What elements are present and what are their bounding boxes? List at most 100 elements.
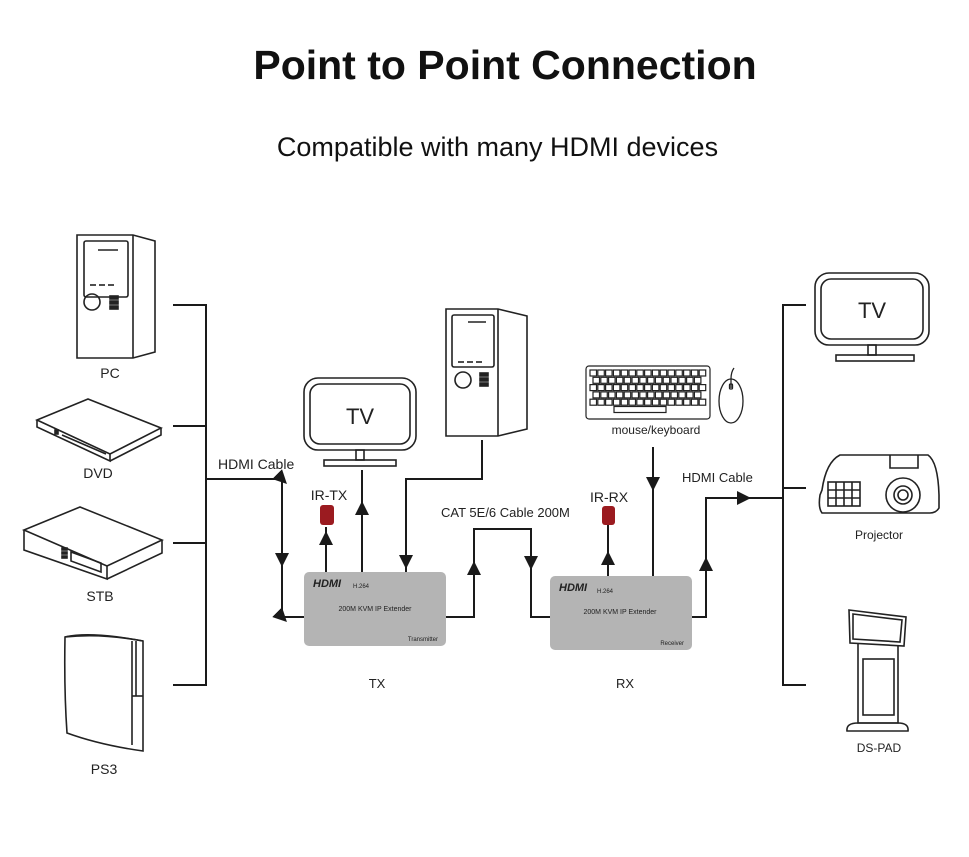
keyboard-key bbox=[682, 398, 691, 406]
rx-unit: HDMI H.264 200M KVM IP Extender Receiver bbox=[550, 576, 692, 650]
source-label: DVD bbox=[83, 465, 113, 481]
keyboard-key bbox=[643, 369, 652, 377]
game-console-icon bbox=[63, 633, 144, 752]
keyboard-key bbox=[667, 369, 676, 377]
keyboard-key bbox=[604, 369, 613, 377]
keyboard-key bbox=[612, 384, 621, 392]
tx-caption: TX bbox=[369, 676, 386, 691]
source-pc: PC bbox=[76, 234, 156, 381]
kiosk-icon bbox=[846, 609, 909, 732]
keyboard-key bbox=[678, 391, 686, 399]
keyboard-key bbox=[631, 391, 640, 399]
page-title: Point to Point Connection bbox=[253, 42, 757, 88]
pc-tower-icon bbox=[76, 234, 156, 359]
ir-rx-label: IR-RX bbox=[590, 489, 629, 505]
hdmi-logo: HDMI bbox=[559, 582, 588, 594]
display-label: Projector bbox=[855, 528, 903, 542]
keyboard-key bbox=[659, 384, 668, 392]
keyboard-key bbox=[670, 391, 679, 399]
keyboard-key bbox=[615, 391, 624, 399]
source-label: STB bbox=[86, 588, 113, 604]
keyboard-key bbox=[597, 369, 605, 377]
dvd-player-icon bbox=[35, 398, 163, 463]
keyboard-key bbox=[662, 376, 671, 384]
keyboard-key bbox=[631, 376, 640, 384]
keyboard-key bbox=[659, 398, 668, 406]
tv-label: TV bbox=[346, 404, 374, 429]
keyboard-key bbox=[604, 384, 613, 392]
unit-role: Transmitter bbox=[408, 637, 438, 643]
keyboard-key bbox=[615, 376, 624, 384]
local-tv: TV bbox=[303, 377, 417, 467]
source-label: PS3 bbox=[91, 761, 118, 777]
display-label: TV bbox=[858, 298, 886, 323]
keyboard-key bbox=[651, 369, 660, 377]
keyboard-key bbox=[597, 398, 605, 406]
cat-cable-label: CAT 5E/6 Cable 200M bbox=[441, 505, 570, 520]
keyboard-key bbox=[636, 369, 644, 377]
keyboard-key bbox=[639, 376, 647, 384]
keyboard-key bbox=[589, 398, 598, 406]
keyboard-key bbox=[654, 376, 663, 384]
tv-icon bbox=[303, 377, 417, 467]
page-subtitle: Compatible with many HDMI devices bbox=[276, 132, 719, 162]
keyboard-key bbox=[659, 369, 668, 377]
keyboard-key bbox=[643, 384, 652, 392]
keyboard-key bbox=[628, 369, 637, 377]
keyboard-key bbox=[646, 391, 655, 399]
tx-unit: HDMI H.264 200M KVM IP Extender Transmit… bbox=[304, 572, 446, 646]
keyboard-key bbox=[690, 398, 699, 406]
keyboard-key bbox=[662, 391, 671, 399]
keyboard-key bbox=[698, 398, 707, 406]
pc-tower-icon bbox=[445, 308, 528, 437]
keyboard-key bbox=[685, 391, 694, 399]
display-tv: TV bbox=[814, 272, 930, 362]
rx-caption: RX bbox=[616, 676, 634, 691]
keyboard-key bbox=[690, 384, 699, 392]
keyboard-key bbox=[698, 384, 707, 392]
keyboard-key bbox=[604, 398, 613, 406]
unit-name: 200M KVM IP Extender bbox=[338, 606, 412, 613]
rx-connection-lines bbox=[601, 447, 783, 618]
keyboard-key bbox=[646, 376, 655, 384]
source-bus-lines bbox=[173, 304, 304, 686]
peripheral-label: mouse/keyboard bbox=[612, 423, 701, 437]
tx-connection-lines bbox=[319, 440, 483, 572]
projector-icon bbox=[818, 454, 940, 514]
keyboard-key bbox=[597, 384, 605, 392]
keyboard-mouse: mouse/keyboard bbox=[585, 365, 744, 437]
keyboard-key bbox=[636, 384, 644, 392]
source-label: PC bbox=[100, 365, 119, 381]
source-dvd: DVD bbox=[35, 398, 163, 481]
keyboard-key bbox=[682, 369, 691, 377]
ir-tx-sensor: IR-TX bbox=[311, 487, 348, 525]
keyboard-key bbox=[592, 391, 601, 399]
keyboard-key bbox=[685, 376, 694, 384]
keyboard-key bbox=[651, 398, 660, 406]
keyboard-key bbox=[607, 376, 616, 384]
keyboard-key bbox=[690, 369, 699, 377]
keyboard-key bbox=[589, 384, 598, 392]
keyboard-key bbox=[643, 398, 652, 406]
keyboard-key bbox=[612, 398, 621, 406]
source-ps3: PS3 bbox=[63, 633, 144, 777]
ir-sensor-icon bbox=[320, 505, 334, 525]
unit-name: 200M KVM IP Extender bbox=[583, 609, 657, 616]
keyboard-key bbox=[623, 391, 632, 399]
keyboard-key bbox=[682, 384, 691, 392]
keyboard-key bbox=[600, 391, 608, 399]
ir-tx-label: IR-TX bbox=[311, 487, 348, 503]
tv-icon bbox=[814, 272, 930, 362]
source-stb: STB bbox=[21, 506, 164, 604]
set-top-box-icon bbox=[21, 506, 164, 581]
keyboard-key bbox=[607, 391, 616, 399]
keyboard-key bbox=[592, 376, 601, 384]
keyboard-key bbox=[636, 398, 644, 406]
keyboard-key bbox=[675, 398, 683, 406]
display-bus-lines bbox=[782, 304, 806, 686]
keyboard-key bbox=[670, 376, 679, 384]
keyboard-key bbox=[623, 376, 632, 384]
keyboard-key bbox=[654, 391, 663, 399]
display-projector: Projector bbox=[818, 454, 940, 542]
